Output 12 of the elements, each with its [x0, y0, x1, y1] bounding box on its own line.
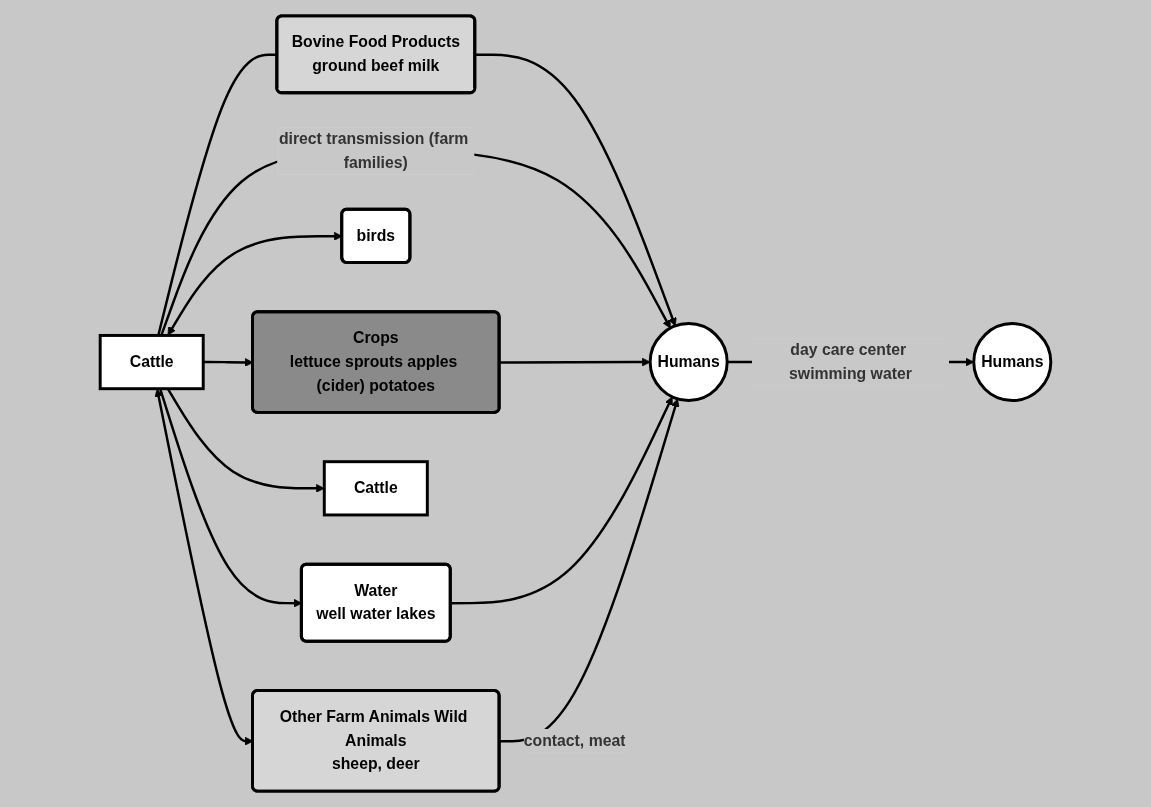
edge-label: contact, meat [523, 731, 626, 749]
node-circle: Humans [648, 322, 729, 403]
node-circle: Humans [972, 322, 1053, 403]
arrow [475, 53, 677, 327]
edge-label: day care center swimming water [789, 341, 912, 382]
arrow [499, 357, 651, 367]
arrow [499, 398, 680, 743]
node-box: Cattle [98, 333, 205, 391]
node-box: Cattle [322, 460, 429, 517]
arrow [166, 388, 325, 493]
arrow [450, 396, 673, 605]
edge-label: direct transmission (farm families) [278, 130, 469, 171]
